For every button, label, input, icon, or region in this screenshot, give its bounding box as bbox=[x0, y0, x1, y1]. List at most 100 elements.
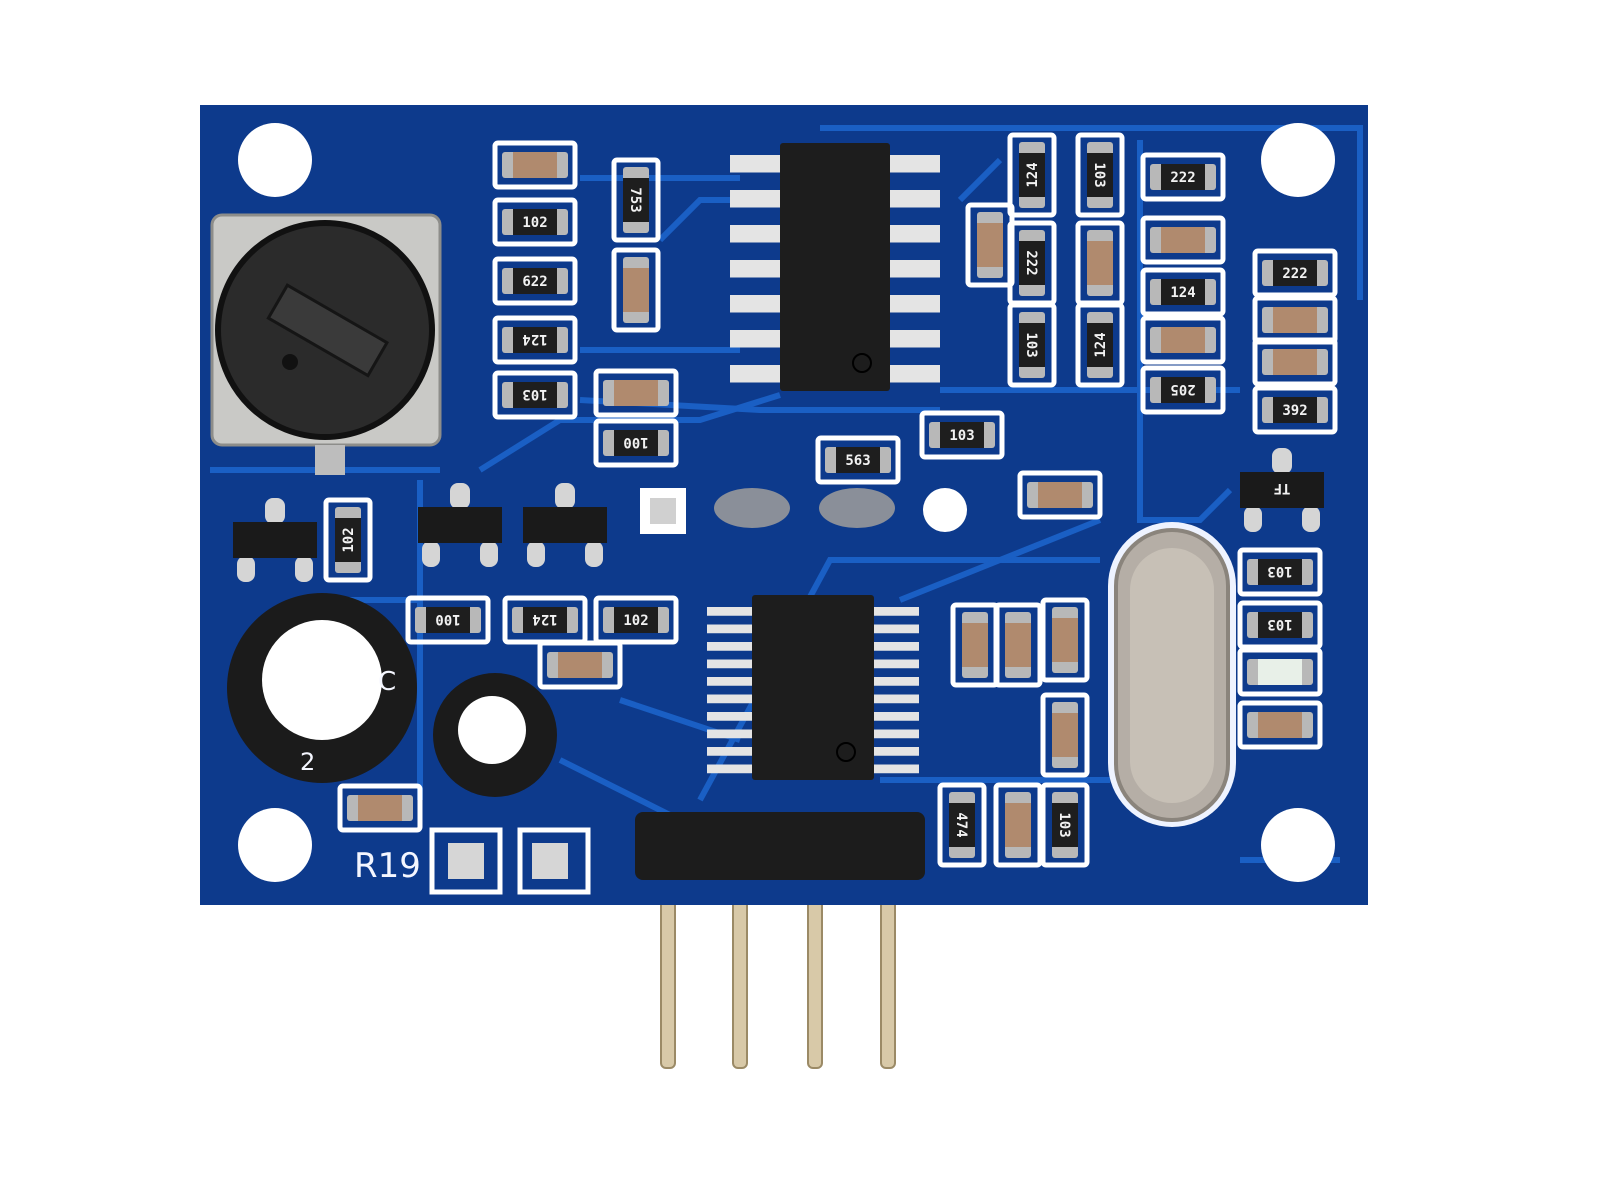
svg-text:563: 563 bbox=[845, 453, 870, 469]
smd-resistor: 222 bbox=[1140, 152, 1226, 202]
svg-text:124: 124 bbox=[1025, 162, 1041, 187]
adjust-slot[interactable] bbox=[266, 283, 390, 378]
ic-lead bbox=[707, 694, 752, 704]
smd-resistor: 102 bbox=[323, 497, 373, 583]
smd-capacitor bbox=[1040, 597, 1090, 683]
trimmer-potentiometer[interactable] bbox=[210, 213, 442, 475]
ic-lead bbox=[874, 677, 919, 686]
svg-text:103: 103 bbox=[1091, 162, 1107, 187]
svg-text:103: 103 bbox=[1267, 563, 1292, 579]
smd-resistor: 563 bbox=[815, 435, 901, 485]
solder-joint bbox=[819, 488, 895, 528]
ic-lead bbox=[890, 260, 940, 278]
svg-text:124: 124 bbox=[522, 331, 547, 347]
smd-capacitor bbox=[1252, 337, 1338, 387]
smd-capacitor bbox=[993, 782, 1043, 868]
smd-resistor: 124 bbox=[1140, 267, 1226, 317]
ic-lead bbox=[874, 624, 919, 634]
smd-components: 102 622 124 103 100 563 103 222 124 205 222 392 103 1… bbox=[233, 132, 1338, 868]
smd-resistor: 753 bbox=[611, 157, 661, 243]
svg-text:100: 100 bbox=[623, 434, 648, 450]
svg-text:474: 474 bbox=[953, 812, 969, 837]
smd-resistor: 103 bbox=[919, 410, 1005, 460]
smd-resistor: 205 bbox=[1140, 365, 1226, 415]
solder-pad bbox=[532, 843, 568, 879]
ic-lead bbox=[707, 712, 752, 721]
smd-resistor: 124 bbox=[502, 595, 588, 645]
smd-capacitor bbox=[1017, 470, 1103, 520]
svg-text:124: 124 bbox=[1170, 285, 1195, 301]
smd-capacitor bbox=[593, 368, 679, 418]
soic14-ic-top bbox=[730, 143, 940, 391]
sot23-transistor bbox=[418, 483, 502, 567]
smd-capacitor bbox=[993, 602, 1043, 688]
smd-resistor: 102 bbox=[492, 197, 578, 247]
smd-resistor: 103 bbox=[1237, 547, 1323, 597]
smd-led bbox=[1237, 647, 1323, 697]
smd-resistor: 124 bbox=[492, 315, 578, 365]
smd-capacitor bbox=[1252, 295, 1338, 345]
svg-text:103: 103 bbox=[949, 428, 974, 444]
svg-text:100: 100 bbox=[435, 611, 460, 627]
svg-text:124: 124 bbox=[1093, 332, 1109, 357]
electrolytic-capacitor-large: C 2 bbox=[227, 593, 417, 783]
smd-capacitor bbox=[1075, 220, 1125, 306]
ic-lead bbox=[707, 607, 752, 616]
electrolytic-capacitor-small bbox=[433, 673, 557, 797]
smd-resistor: 392 bbox=[1252, 385, 1338, 435]
pin-header-4[interactable] bbox=[635, 812, 925, 880]
ic-lead bbox=[707, 677, 752, 686]
svg-text:102: 102 bbox=[522, 215, 547, 231]
smd-resistor: 103 bbox=[492, 370, 578, 420]
smd-resistor: 103 bbox=[1040, 782, 1090, 868]
smd-resistor: 100 bbox=[593, 418, 679, 468]
smd-resistor: 124 bbox=[1075, 302, 1125, 388]
smd-resistor: 103 bbox=[1075, 132, 1125, 218]
ic-lead bbox=[890, 330, 940, 348]
ic-lead bbox=[874, 607, 919, 616]
smd-resistor: 100 bbox=[405, 595, 491, 645]
svg-text:2: 2 bbox=[300, 748, 315, 776]
ic-lead bbox=[707, 642, 752, 651]
smd-capacitor bbox=[337, 783, 423, 833]
sot23-transistor bbox=[523, 483, 607, 567]
ic-body bbox=[780, 143, 890, 391]
smd-resistor: 222 bbox=[1007, 220, 1057, 306]
ic-lead bbox=[874, 747, 919, 756]
silkscreen-r19: R19 bbox=[354, 846, 421, 886]
smd-resistor: 474 bbox=[937, 782, 987, 868]
ic-lead bbox=[890, 365, 940, 383]
smd-resistor: 124 bbox=[1007, 132, 1057, 218]
smd-resistor: 222 bbox=[1252, 248, 1338, 298]
smd-capacitor bbox=[1040, 692, 1090, 778]
smd-capacitor bbox=[537, 640, 623, 690]
ic-lead bbox=[730, 190, 780, 208]
ssop20-ic-bottom bbox=[707, 595, 919, 780]
ic-lead bbox=[730, 330, 780, 348]
ic-lead bbox=[874, 764, 919, 774]
ic-lead bbox=[874, 712, 919, 721]
mounting-holes bbox=[238, 123, 1335, 882]
ic-lead bbox=[707, 659, 752, 669]
smd-resistor: 102 bbox=[593, 595, 679, 645]
mounting-hole bbox=[238, 808, 312, 882]
smd-capacitor bbox=[1140, 315, 1226, 365]
ic-lead bbox=[874, 642, 919, 651]
ic-lead bbox=[707, 624, 752, 634]
ic-lead bbox=[874, 729, 919, 739]
svg-text:622: 622 bbox=[522, 274, 547, 290]
mounting-hole bbox=[1261, 808, 1335, 882]
mounting-hole bbox=[1261, 123, 1335, 197]
svg-text:103: 103 bbox=[522, 386, 547, 402]
svg-text:392: 392 bbox=[1282, 403, 1307, 419]
ic-lead bbox=[730, 365, 780, 383]
ic-lead bbox=[890, 155, 940, 173]
ic-lead bbox=[890, 295, 940, 313]
ic-lead bbox=[730, 260, 780, 278]
ic-lead bbox=[707, 764, 752, 774]
smd-resistor: 103 bbox=[1237, 600, 1323, 650]
svg-text:103: 103 bbox=[1267, 616, 1292, 632]
ic-lead bbox=[730, 295, 780, 313]
smd-capacitor bbox=[492, 140, 578, 190]
